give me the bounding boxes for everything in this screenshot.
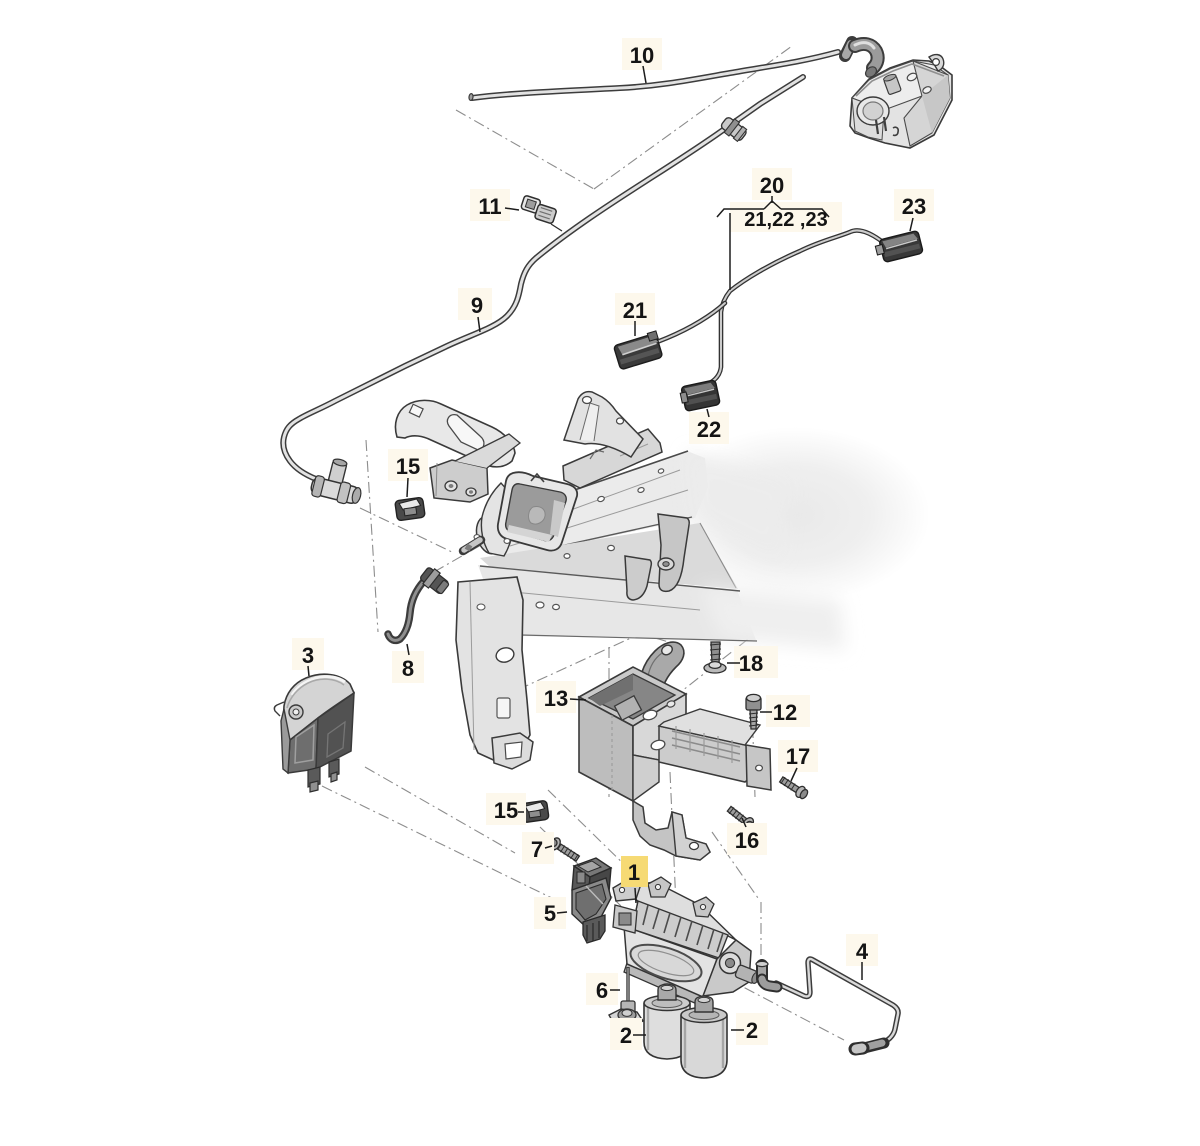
- svg-text:2: 2: [746, 1018, 758, 1043]
- svg-text:18: 18: [739, 651, 763, 676]
- svg-text:23: 23: [902, 194, 926, 219]
- svg-text:3: 3: [302, 643, 314, 668]
- svg-text:15: 15: [396, 454, 420, 479]
- svg-text:9: 9: [471, 293, 483, 318]
- svg-text:4: 4: [856, 939, 869, 964]
- svg-text:13: 13: [544, 686, 568, 711]
- svg-text:11: 11: [478, 194, 501, 219]
- svg-text:21,22 ,23: 21,22 ,23: [744, 209, 827, 231]
- svg-text:22: 22: [697, 417, 721, 442]
- svg-text:10: 10: [630, 43, 654, 68]
- svg-text:17: 17: [786, 744, 810, 769]
- svg-text:7: 7: [531, 837, 543, 862]
- svg-text:15: 15: [494, 798, 518, 823]
- svg-text:8: 8: [402, 656, 414, 681]
- svg-text:1: 1: [628, 860, 640, 885]
- svg-text:16: 16: [735, 828, 759, 853]
- svg-text:5: 5: [544, 901, 556, 926]
- svg-text:12: 12: [773, 700, 797, 725]
- svg-text:2: 2: [620, 1023, 632, 1048]
- svg-text:6: 6: [596, 978, 608, 1003]
- svg-text:21: 21: [623, 298, 647, 323]
- svg-text:20: 20: [760, 173, 784, 198]
